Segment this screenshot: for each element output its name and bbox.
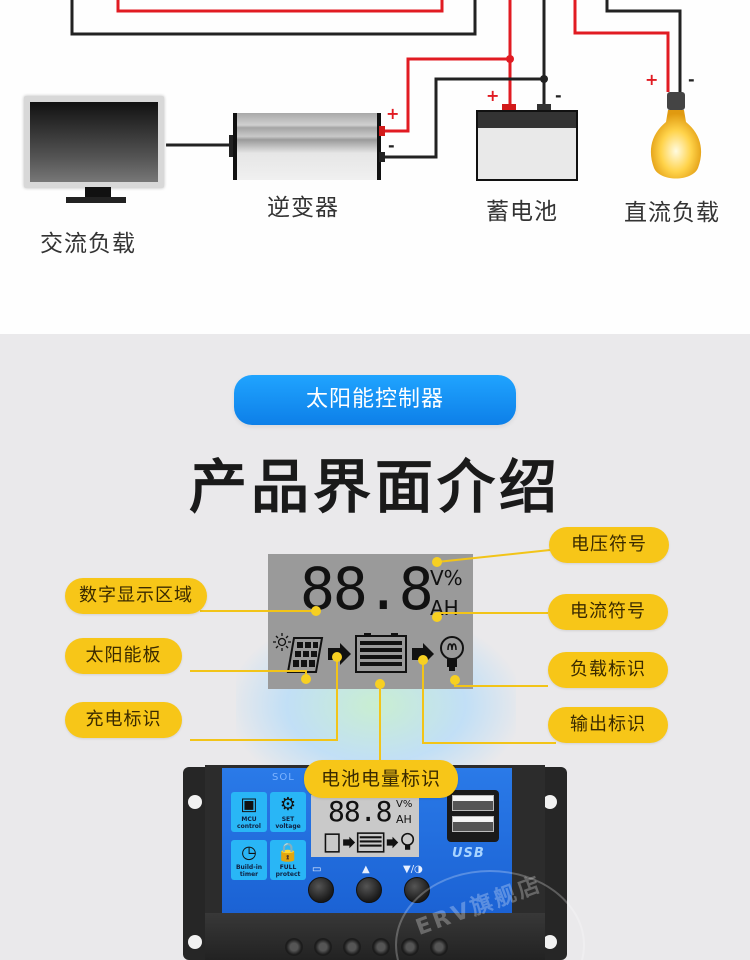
charge-arrow-icon (328, 643, 351, 665)
inverter-negative-sign: - (388, 136, 395, 155)
sun-icon (273, 633, 291, 651)
callout-digit-display-area: 数字显示区域 (65, 578, 207, 614)
battery-negative-terminal (537, 104, 551, 111)
callout-current-symbol: 电流符号 (548, 594, 668, 630)
wiring-diagram: 交流负载 + - 逆变器 + - 蓄电池 + - 直流负载 (0, 0, 750, 334)
feature-mcu-control: ▣ MCU control (231, 792, 267, 832)
battery-icon (476, 110, 578, 181)
feature-caption: FULL protect (275, 864, 301, 878)
mount-hole-icon (188, 935, 202, 949)
battery-positive-sign: + (486, 86, 500, 105)
feature-caption: MCU control (237, 816, 261, 830)
solar-panel-icon (286, 637, 324, 673)
usb-port (447, 790, 499, 842)
feature-build-in-timer: ◷ Build-in timer (231, 840, 267, 880)
monitor-base-icon (66, 197, 126, 203)
controller-digit-readout: 88.8 (328, 795, 392, 828)
lcd-status-icons (273, 633, 464, 673)
chip-icon: ▣ (240, 794, 258, 815)
inverter-ac-port-icon (229, 135, 235, 157)
callout-voltage-symbol: 电压符号 (549, 527, 669, 563)
feature-caption: Build-in timer (235, 864, 263, 878)
inverter-label: 逆变器 (267, 195, 339, 221)
callout-solar-panel: 太阳能板 (65, 638, 182, 674)
terminal-screw-icon (343, 938, 361, 956)
current-unit-symbol: AH (430, 596, 459, 620)
category-badge: 太阳能控制器 (234, 375, 516, 425)
dc-load-bulb-icon (650, 92, 702, 179)
page-title: 产品界面介绍 (188, 453, 561, 521)
feature-full-protect: 🔒 FULL protect (270, 840, 306, 880)
terminal-screw-icon (372, 938, 390, 956)
ac-load-label: 交流负载 (40, 231, 136, 257)
controller-voltage-unit: V% (396, 799, 413, 810)
clock-icon: ◷ (241, 842, 257, 863)
battery-label: 蓄电池 (486, 199, 558, 225)
terminal-screw-icon (285, 938, 303, 956)
callout-output-indicator: 输出标识 (548, 707, 668, 743)
battery-level-icon (355, 633, 407, 673)
wiring-lines (70, 0, 682, 159)
up-button-label-icon: ▲ (362, 864, 370, 875)
dc-load-negative-sign: - (688, 70, 695, 89)
load-bulb-icon (440, 636, 464, 671)
feature-set-voltage: ⚙ SET voltage (270, 792, 306, 832)
mount-hole-icon (543, 795, 557, 809)
up-button[interactable] (356, 877, 382, 903)
inverter-negative-terminal (379, 152, 385, 162)
lock-icon: 🔒 (276, 842, 300, 863)
callout-battery-level: 电池电量标识 (304, 760, 458, 798)
ac-load-monitor-icon (24, 96, 164, 188)
menu-button[interactable] (308, 877, 334, 903)
dc-load-positive-sign: + (645, 70, 659, 89)
inverter-icon (233, 113, 381, 180)
voltage-unit-symbol: V% (430, 566, 463, 590)
output-arrow-icon (412, 643, 434, 665)
menu-button-label-icon: ▭ (312, 864, 322, 875)
callout-charge-indicator: 充电标识 (65, 702, 182, 738)
controller-status-icons (324, 832, 415, 853)
brand-text: SOL (272, 772, 295, 783)
usb-label: USB (452, 846, 485, 861)
terminal-screw-icon (314, 938, 332, 956)
mount-hole-icon (188, 795, 202, 809)
inverter-positive-terminal (379, 126, 385, 136)
battery-positive-terminal (502, 104, 516, 111)
battery-negative-sign: - (555, 86, 562, 105)
dc-load-label: 直流负载 (624, 200, 720, 226)
callout-load-indicator: 负载标识 (548, 652, 668, 688)
gear-icon: ⚙ (279, 794, 297, 815)
inverter-positive-sign: + (386, 104, 400, 123)
digit-readout: 88.8 (300, 555, 434, 623)
down-button-label-icon: ▼/◑ (403, 864, 423, 875)
controller-lcd (311, 795, 419, 857)
controller-current-unit: AH (396, 813, 412, 826)
feature-caption: SET voltage (275, 816, 301, 830)
monitor-stand-icon (85, 187, 111, 197)
